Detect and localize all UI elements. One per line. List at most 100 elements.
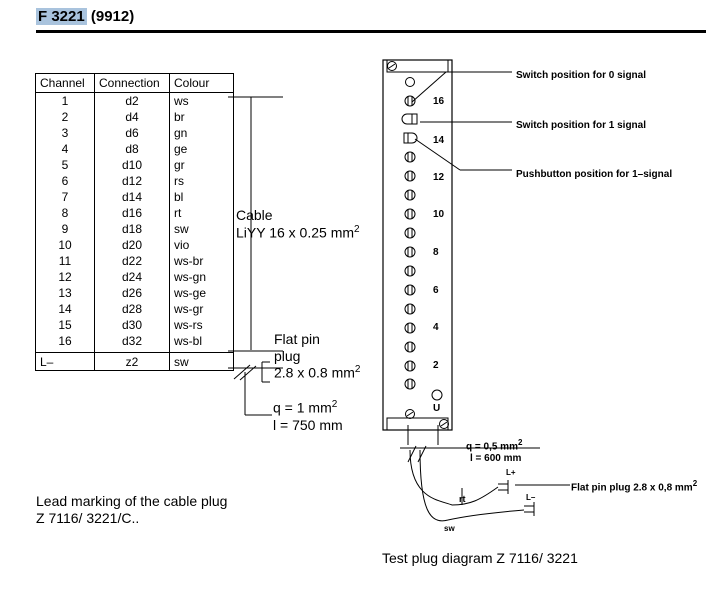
module-number-12: 12: [433, 172, 445, 183]
terminal-icon: [404, 151, 416, 163]
module-code: F 3221: [36, 8, 87, 25]
flatpin-spec-text: 2.8 x 0.8 mm: [274, 364, 355, 381]
cell-colour: ws-br: [169, 253, 234, 269]
cell-channel: L–: [35, 352, 95, 371]
terminal-icon: [404, 246, 416, 258]
lead-marking-line1: Lead marking of the cable plug: [36, 493, 228, 509]
lead-marking-line2: Z 7116/ 3221/C..: [36, 510, 140, 526]
terminal-icon: [404, 170, 416, 182]
cell-connection: d24: [94, 269, 170, 285]
cell-colour: ge: [169, 141, 234, 157]
module-number-14: 14: [433, 135, 445, 146]
terminal-icon: [404, 284, 416, 296]
module-terminal-icons: [387, 61, 449, 429]
lead-length: l = 750 mm: [273, 417, 343, 433]
wire-label-lminus: L–: [526, 493, 536, 502]
cell-colour: ws-gr: [169, 301, 234, 317]
cell-connection: d4: [94, 109, 170, 125]
cell-connection: d16: [94, 205, 170, 221]
terminal-icon: [404, 95, 416, 107]
terminal-icon: [404, 227, 416, 239]
annotation-switch-1: Switch position for 1 signal: [516, 120, 647, 131]
flatpin-right-label: Flat pin plug 2.8 x 0,8 mm2: [571, 479, 697, 493]
screw-icon: [405, 409, 415, 419]
flatpin-line2: plug: [274, 348, 301, 364]
cell-connection: d6: [94, 125, 170, 141]
flatpin-line3: 2.8 x 0.8 mm2: [274, 364, 360, 381]
cell-colour: rt: [169, 205, 234, 221]
leader-switch-0-d: [411, 71, 447, 103]
test-lead-cross-section: q = 0,5 mm2: [466, 438, 522, 452]
test-lead-length: l = 600 mm: [470, 453, 522, 464]
col-header-channel: Channel: [35, 73, 95, 93]
col-header-colour: Colour: [169, 73, 234, 93]
flatpin-spec-sup: 2: [354, 364, 361, 375]
pushbutton-icon: [403, 132, 418, 144]
wire-rt-path: [409, 449, 453, 506]
module-number-16: 16: [433, 96, 445, 107]
cell-colour: rs: [169, 173, 234, 189]
cell-channel: 14: [35, 301, 95, 317]
module-number-4: 4: [433, 322, 439, 333]
module-number-2: 2: [433, 360, 439, 371]
terminal-icon: [404, 322, 416, 334]
cell-channel: 16: [35, 333, 95, 353]
annotation-switch-0: Switch position for 0 signal: [516, 70, 647, 81]
cell-colour: ws-rs: [169, 317, 234, 333]
test-lead-q-sup: 2: [517, 438, 523, 447]
cell-connection: d10: [94, 157, 170, 173]
module-revision: (9912): [90, 8, 135, 25]
cable-label: Cable: [236, 207, 273, 223]
terminal-icon: [404, 360, 416, 372]
cell-colour: ws-gn: [169, 269, 234, 285]
terminal-icon: [404, 303, 416, 315]
cell-colour: gr: [169, 157, 234, 173]
cell-connection: z2: [94, 352, 170, 371]
screw-icon: [387, 61, 397, 71]
cell-connection: d26: [94, 285, 170, 301]
lead-q-sup: 2: [331, 399, 338, 410]
cell-channel: 11: [35, 253, 95, 269]
cell-connection: d12: [94, 173, 170, 189]
cell-channel: 13: [35, 285, 95, 301]
test-plug-caption: Test plug diagram Z 7116/ 3221: [382, 550, 578, 566]
cell-colour: ws-ge: [169, 285, 234, 301]
u-socket-icon: [431, 389, 443, 401]
terminal-icon: [404, 208, 416, 220]
page-header: F 3221 (9912): [36, 8, 134, 25]
cell-colour: br: [169, 109, 234, 125]
module-bottom-cap: [386, 417, 449, 431]
module-number-10: 10: [433, 209, 445, 220]
lead-slash-2: [239, 365, 257, 381]
cable-spec-text: LiYY 16 x 0.25 mm: [236, 224, 355, 241]
cell-colour: ws: [169, 92, 234, 109]
lead-slash-1: [233, 364, 251, 380]
terminal-icon: [404, 378, 416, 390]
annotation-pushbutton-1: Pushbutton position for 1–signal: [516, 169, 673, 180]
screw-icon: [439, 419, 449, 429]
cell-connection: d18: [94, 221, 170, 237]
test-lead-q-text: q = 0,5 mm: [466, 441, 518, 453]
wire-label-sw: sw: [444, 524, 455, 533]
lead-q-text: q = 1 mm: [273, 399, 332, 416]
cell-colour: vio: [169, 237, 234, 253]
lead-cross-section: q = 1 mm2: [273, 399, 337, 416]
flat-plug-lminus: [524, 502, 535, 516]
cell-connection: d22: [94, 253, 170, 269]
flat-plug-lplus: [498, 480, 509, 494]
cell-colour: sw: [169, 352, 234, 371]
module-u-label: U: [433, 403, 441, 414]
cell-connection: d14: [94, 189, 170, 205]
